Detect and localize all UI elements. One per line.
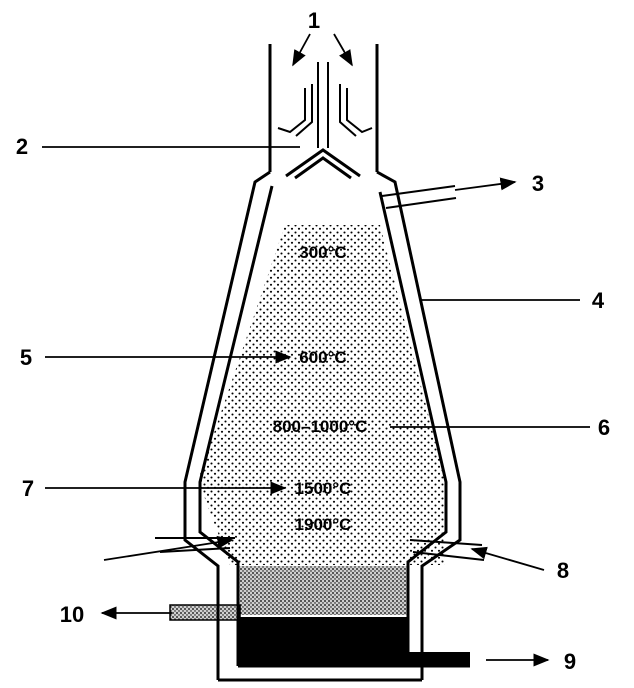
callout-9: 9 [564,649,576,674]
callout-10: 10 [60,602,84,627]
furnace-charge [198,225,445,565]
molten-iron-pool [238,617,470,666]
left-hopper-bell [277,84,313,137]
center-pipe [317,62,329,148]
furnace-inner-lining-right [378,191,448,652]
furnace-inner-lining-left [198,185,274,666]
gas-outlet-arrow [454,177,517,191]
furnace-outer-shell-left [183,170,271,680]
callout-2: 2 [16,134,28,159]
furnace-outer-shell-right [376,170,462,680]
temp-600: 600°C [299,348,346,367]
feed-arrow-right [333,33,353,67]
callout-1: 1 [308,8,320,33]
cone-valve [285,148,361,180]
callout-4: 4 [592,288,605,313]
temp-1900: 1900°C [295,515,352,534]
feed-arrow-left [292,33,311,67]
air-inlet-arrow-left [103,535,234,561]
temp-1500: 1500°C [295,479,352,498]
temp-800-1000: 800–1000°C [273,417,368,436]
slag-tap-channel [169,604,241,621]
callout-6: 6 [598,415,610,440]
callout-7: 7 [22,476,34,501]
air-inlet-arrow-right [470,546,545,571]
callout-3: 3 [532,171,544,196]
right-hopper-bell [339,84,373,137]
slag-layer [238,566,408,615]
callout-5: 5 [20,345,32,370]
gas-outlet-pipe [381,185,457,209]
temp-300: 300°C [299,243,346,262]
callout-8: 8 [557,558,569,583]
